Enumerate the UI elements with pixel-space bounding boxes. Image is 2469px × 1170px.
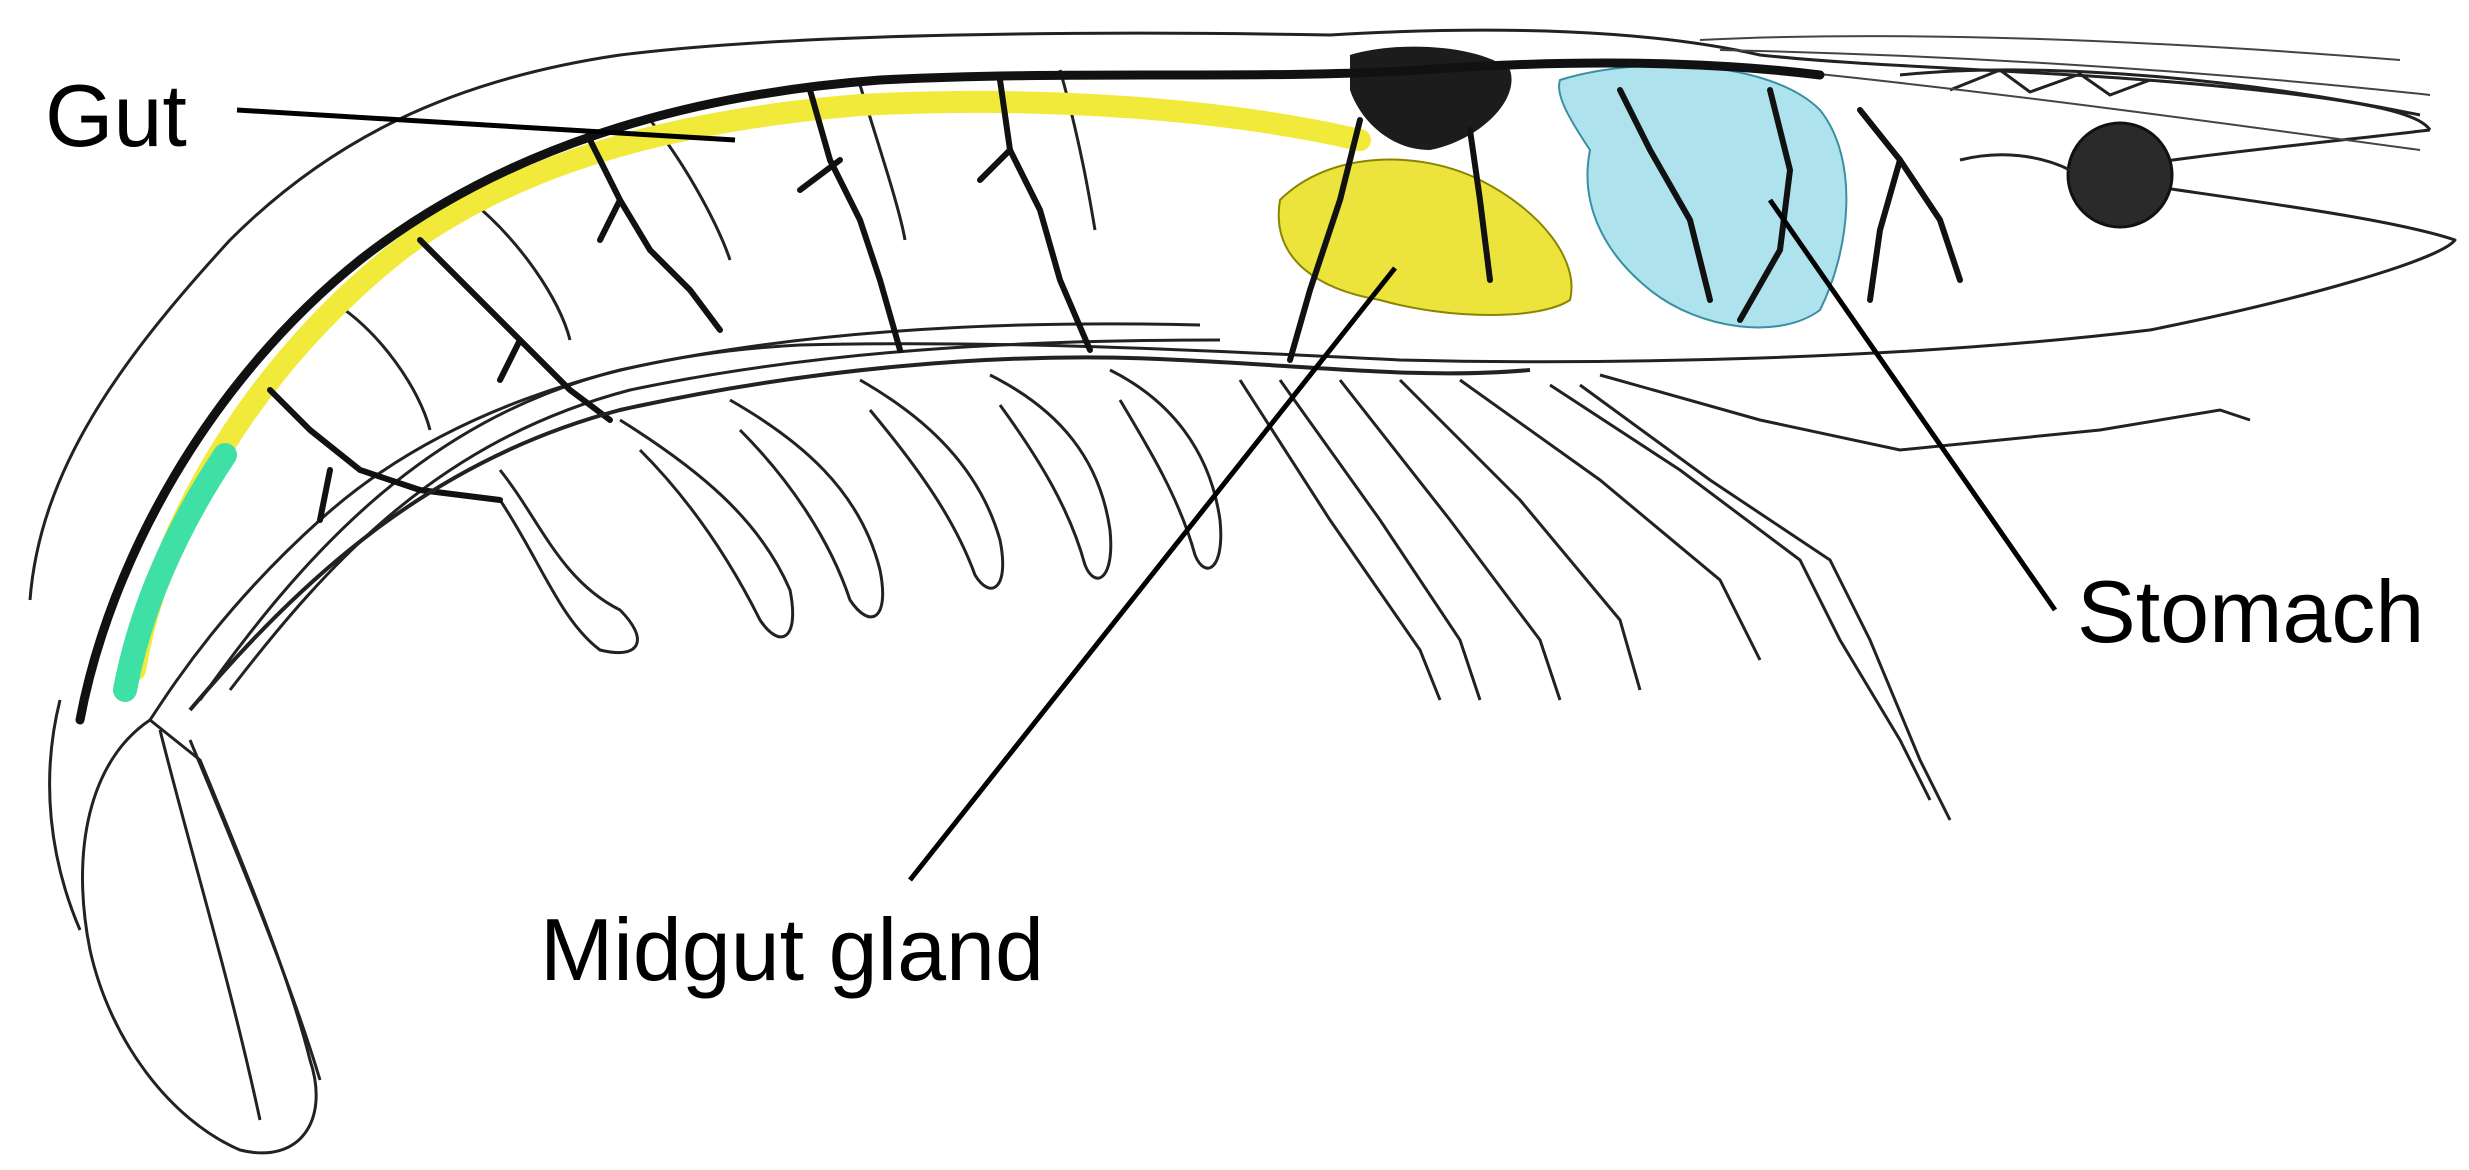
stomach-shape (1559, 65, 1846, 327)
eye (2068, 123, 2172, 227)
eye-stalk (1960, 155, 2070, 170)
midgut-gland-shape (1279, 160, 1572, 315)
hindgut-segment (125, 455, 225, 690)
stomach-label: Stomach (2077, 568, 2424, 656)
ventral-nerve-cord (190, 357, 1530, 710)
gut-label: Gut (45, 72, 187, 160)
midgut-gland-label: Midgut gland (540, 906, 1044, 994)
